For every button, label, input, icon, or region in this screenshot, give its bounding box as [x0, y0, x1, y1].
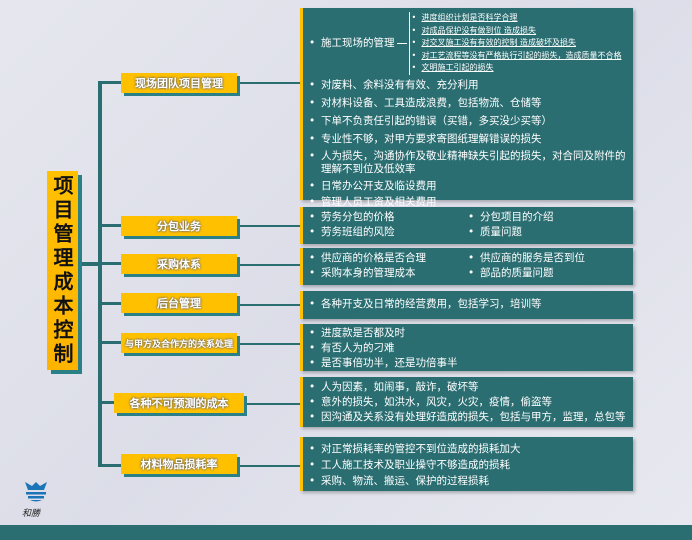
- logo-text: 和勝: [22, 509, 41, 519]
- list-item: 供应商的服务是否到位: [468, 251, 627, 266]
- panel-subcontract: 劳务分包的价格劳务班组的风险 分包项目的介绍质量问题: [300, 207, 633, 244]
- connector: [245, 403, 300, 405]
- list-item: 管理人员工资及相关费用: [309, 194, 627, 210]
- list-item: 分包项目的介绍: [468, 210, 627, 225]
- list-item: 供应商的价格是否合理: [309, 251, 468, 266]
- site-subitem: 进度组织计划是否科学合理: [412, 12, 622, 25]
- list-item: 专业性不够，对甲方要求寄图纸理解错误的损失: [309, 130, 627, 148]
- connector: [100, 464, 121, 467]
- panel-unpredictable: 人为因素，如闹事，敲诈，破坏等意外的损失，如洪水，风灾，火灾，疫情，偷盗等因沟通…: [300, 377, 633, 427]
- site-management-item: 施工现场的管理: [309, 36, 395, 51]
- list-item: 有否人为的刁难: [309, 341, 627, 356]
- main-title-text: 项目管理成本控制: [50, 174, 74, 367]
- connector: [238, 465, 300, 467]
- footer-bar: [0, 525, 692, 540]
- list-item: 对材料设备、工具造成浪费，包括物流、仓储等: [309, 94, 627, 112]
- trunk-line: [98, 81, 102, 467]
- connector: [238, 304, 300, 306]
- root-connector: [80, 262, 100, 266]
- list-item: 是否事倍功半，还是功倍事半: [309, 356, 627, 371]
- list-item: 采购本身的管理成本: [309, 266, 468, 281]
- site-subitem: 对交叉施工没有有效的控制 造成破坏及损失: [412, 37, 622, 50]
- list-item: 人为损失，沟通协作及敬业精神缺失引起的损失，对合同及附件的理解不到位及低效率: [309, 150, 627, 176]
- list-item: 进度款是否都及时: [309, 326, 627, 341]
- list-item: 下单不负责任引起的错误（买错，多买没少买等）: [309, 112, 627, 130]
- list-item: 对正常损耗率的管控不到位造成的损耗加大: [309, 441, 627, 457]
- list-item: 意外的损失，如洪水，风灾，火灾，疫情，偷盗等: [309, 395, 627, 410]
- connector: [238, 82, 300, 84]
- site-subitem: 对工艺流程等没有严格执行引起的损失，造成质量不合格: [412, 50, 622, 63]
- list-item: 对废料、余料没有有效、充分利用: [309, 76, 627, 94]
- list-item: 部品的质量问题: [468, 266, 627, 281]
- connector: [100, 224, 121, 227]
- category-backoffice: 后台管理: [121, 293, 237, 313]
- panel-material-loss: 对正常损耗率的管控不到位造成的损耗加大工人施工技术及职业操守不够造成的损耗采购、…: [300, 437, 633, 491]
- connector: [100, 262, 121, 265]
- connector: [238, 225, 300, 227]
- site-subitem: 对成品保护没有做到位 造成损失: [412, 25, 622, 38]
- panel-site-team: 施工现场的管理 进度组织计划是否科学合理 对成品保护没有做到位 造成损失 对交叉…: [300, 8, 633, 210]
- panel-procurement: 供应商的价格是否合理采购本身的管理成本 供应商的服务是否到位部品的质量问题: [300, 248, 633, 285]
- connector: [100, 81, 121, 84]
- list-item: 日常办公开支及临设费用: [309, 178, 627, 194]
- list-item: 人为因素，如闹事，敲诈，破坏等: [309, 380, 627, 395]
- connector: [100, 302, 121, 305]
- panel-backoffice: 各种开支及日常的经营费用，包括学习，培训等: [300, 291, 633, 319]
- logo: 和勝: [22, 480, 54, 519]
- panel-relations: 进度款是否都及时有否人为的刁难是否事倍功半，还是功倍事半: [300, 324, 633, 371]
- connector: [100, 341, 121, 344]
- list-item: 各种开支及日常的经营费用，包括学习，培训等: [309, 297, 627, 312]
- category-unpredictable: 各种不可预测的成本: [114, 393, 244, 413]
- connector: [238, 264, 300, 266]
- list-item: 劳务分包的价格: [309, 210, 468, 225]
- category-material-loss: 材料物品损耗率: [121, 454, 237, 474]
- category-procurement: 采购体系: [121, 254, 237, 274]
- list-item: 因沟通及关系没有处理好造成的损失，包括与甲方，监理，总包等: [309, 410, 627, 425]
- connector: [100, 401, 115, 404]
- connector: [238, 343, 300, 345]
- list-item: 工人施工技术及职业操守不够造成的损耗: [309, 457, 627, 473]
- main-title: 项目管理成本控制: [47, 171, 78, 370]
- site-subitem: 文明施工引起的损失: [412, 62, 622, 75]
- category-site-team: 现场团队项目管理: [121, 73, 237, 93]
- category-relations: 与甲方及合作方的关系处理: [121, 333, 237, 353]
- list-item: 采购、物流、搬运、保护的过程损耗: [309, 473, 627, 489]
- list-item: 质量问题: [468, 225, 627, 240]
- list-item: 劳务班组的风险: [309, 225, 468, 240]
- logo-icon: [25, 482, 47, 502]
- category-subcontract: 分包业务: [121, 216, 237, 236]
